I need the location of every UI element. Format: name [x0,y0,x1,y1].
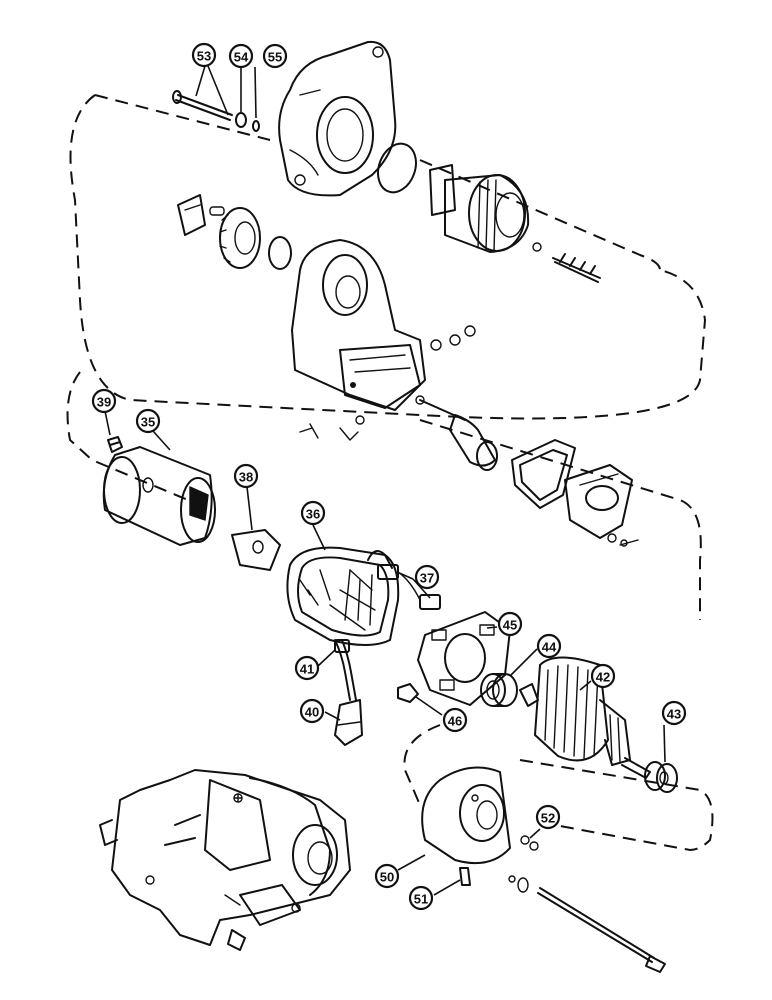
screws-52 [520,835,539,851]
nut-46 [397,683,419,703]
lower-group-outline [403,724,714,852]
roller-pin [209,206,225,216]
callout-36: 36 [300,500,326,526]
thrust-washer [268,236,292,270]
callout-50: 50 [374,863,400,889]
idler-gear [219,207,261,269]
field-lead-wire-41 [334,639,357,701]
solenoid-end-cover [564,464,633,539]
cover-screws [607,533,639,547]
svg-text:52: 52 [541,811,555,826]
armature-bearing-43 [644,761,678,793]
leader-lines [104,65,666,896]
callout-42: 42 [590,663,616,689]
callout-39: 39 [91,388,117,414]
callout-38: 38 [233,463,259,489]
svg-text:44: 44 [542,640,557,655]
drive-end-housing [278,40,397,197]
svg-text:43: 43 [667,707,681,722]
screw-39 [107,436,123,453]
svg-text:40: 40 [305,705,319,720]
field-brush-lower-37 [419,594,441,610]
svg-text:36: 36 [306,507,320,522]
svg-text:39: 39 [97,395,111,410]
return-spring [552,253,601,283]
callout-35: 35 [135,408,161,434]
armature-42 [519,656,651,779]
gear-housing [291,239,426,411]
callout-46: 46 [442,707,468,733]
o-ring [377,142,417,194]
pinion-clutch-assembly [429,164,530,253]
svg-text:42: 42 [596,670,610,685]
long-through-bolt [508,875,666,973]
washer-54 [235,112,247,128]
svg-text:54: 54 [234,50,249,65]
svg-text:50: 50 [380,870,394,885]
callout-44: 44 [536,633,562,659]
svg-text:51: 51 [414,892,428,907]
svg-text:41: 41 [300,662,314,677]
solenoid-gasket [511,439,576,509]
armature-bearing-44 [480,673,518,707]
screw-51 [459,867,471,886]
small-screws [299,415,365,441]
svg-text:53: 53 [197,49,211,64]
svg-text:55: 55 [268,50,282,65]
terminal-nuts [430,325,476,351]
field-frame-35 [102,446,216,546]
upper-group-outline [69,94,707,420]
callout-55: 55 [262,43,288,69]
callout-43: 43 [661,700,687,726]
brush-holder-45 [417,611,511,706]
pole-shoe-38 [231,529,281,571]
callout-45: 45 [497,611,523,637]
callout-52: 52 [535,804,561,830]
through-bolt-53 [172,90,233,121]
svg-text:45: 45 [503,618,517,633]
solenoid-plunger [415,395,498,471]
small-ball [532,242,542,252]
callout-53: 53 [191,42,217,68]
svg-text:46: 46 [448,714,462,729]
terminal-boot-40 [334,699,363,746]
washer-55 [252,120,260,132]
svg-text:38: 38 [239,470,253,485]
svg-text:35: 35 [141,415,155,430]
assembled-starter-motor [99,769,351,951]
middle-group-outline [66,371,702,620]
callout-51: 51 [408,885,434,911]
upper-group-outline-top [94,94,661,271]
svg-text:37: 37 [420,571,434,586]
commutator-end-frame-50 [421,766,511,864]
callout-41: 41 [294,655,320,681]
callout-54: 54 [228,43,254,69]
field-coil-36 [286,546,400,646]
callout-40: 40 [299,698,325,724]
gear-retainer [177,194,206,236]
callout-37: 37 [414,564,440,590]
